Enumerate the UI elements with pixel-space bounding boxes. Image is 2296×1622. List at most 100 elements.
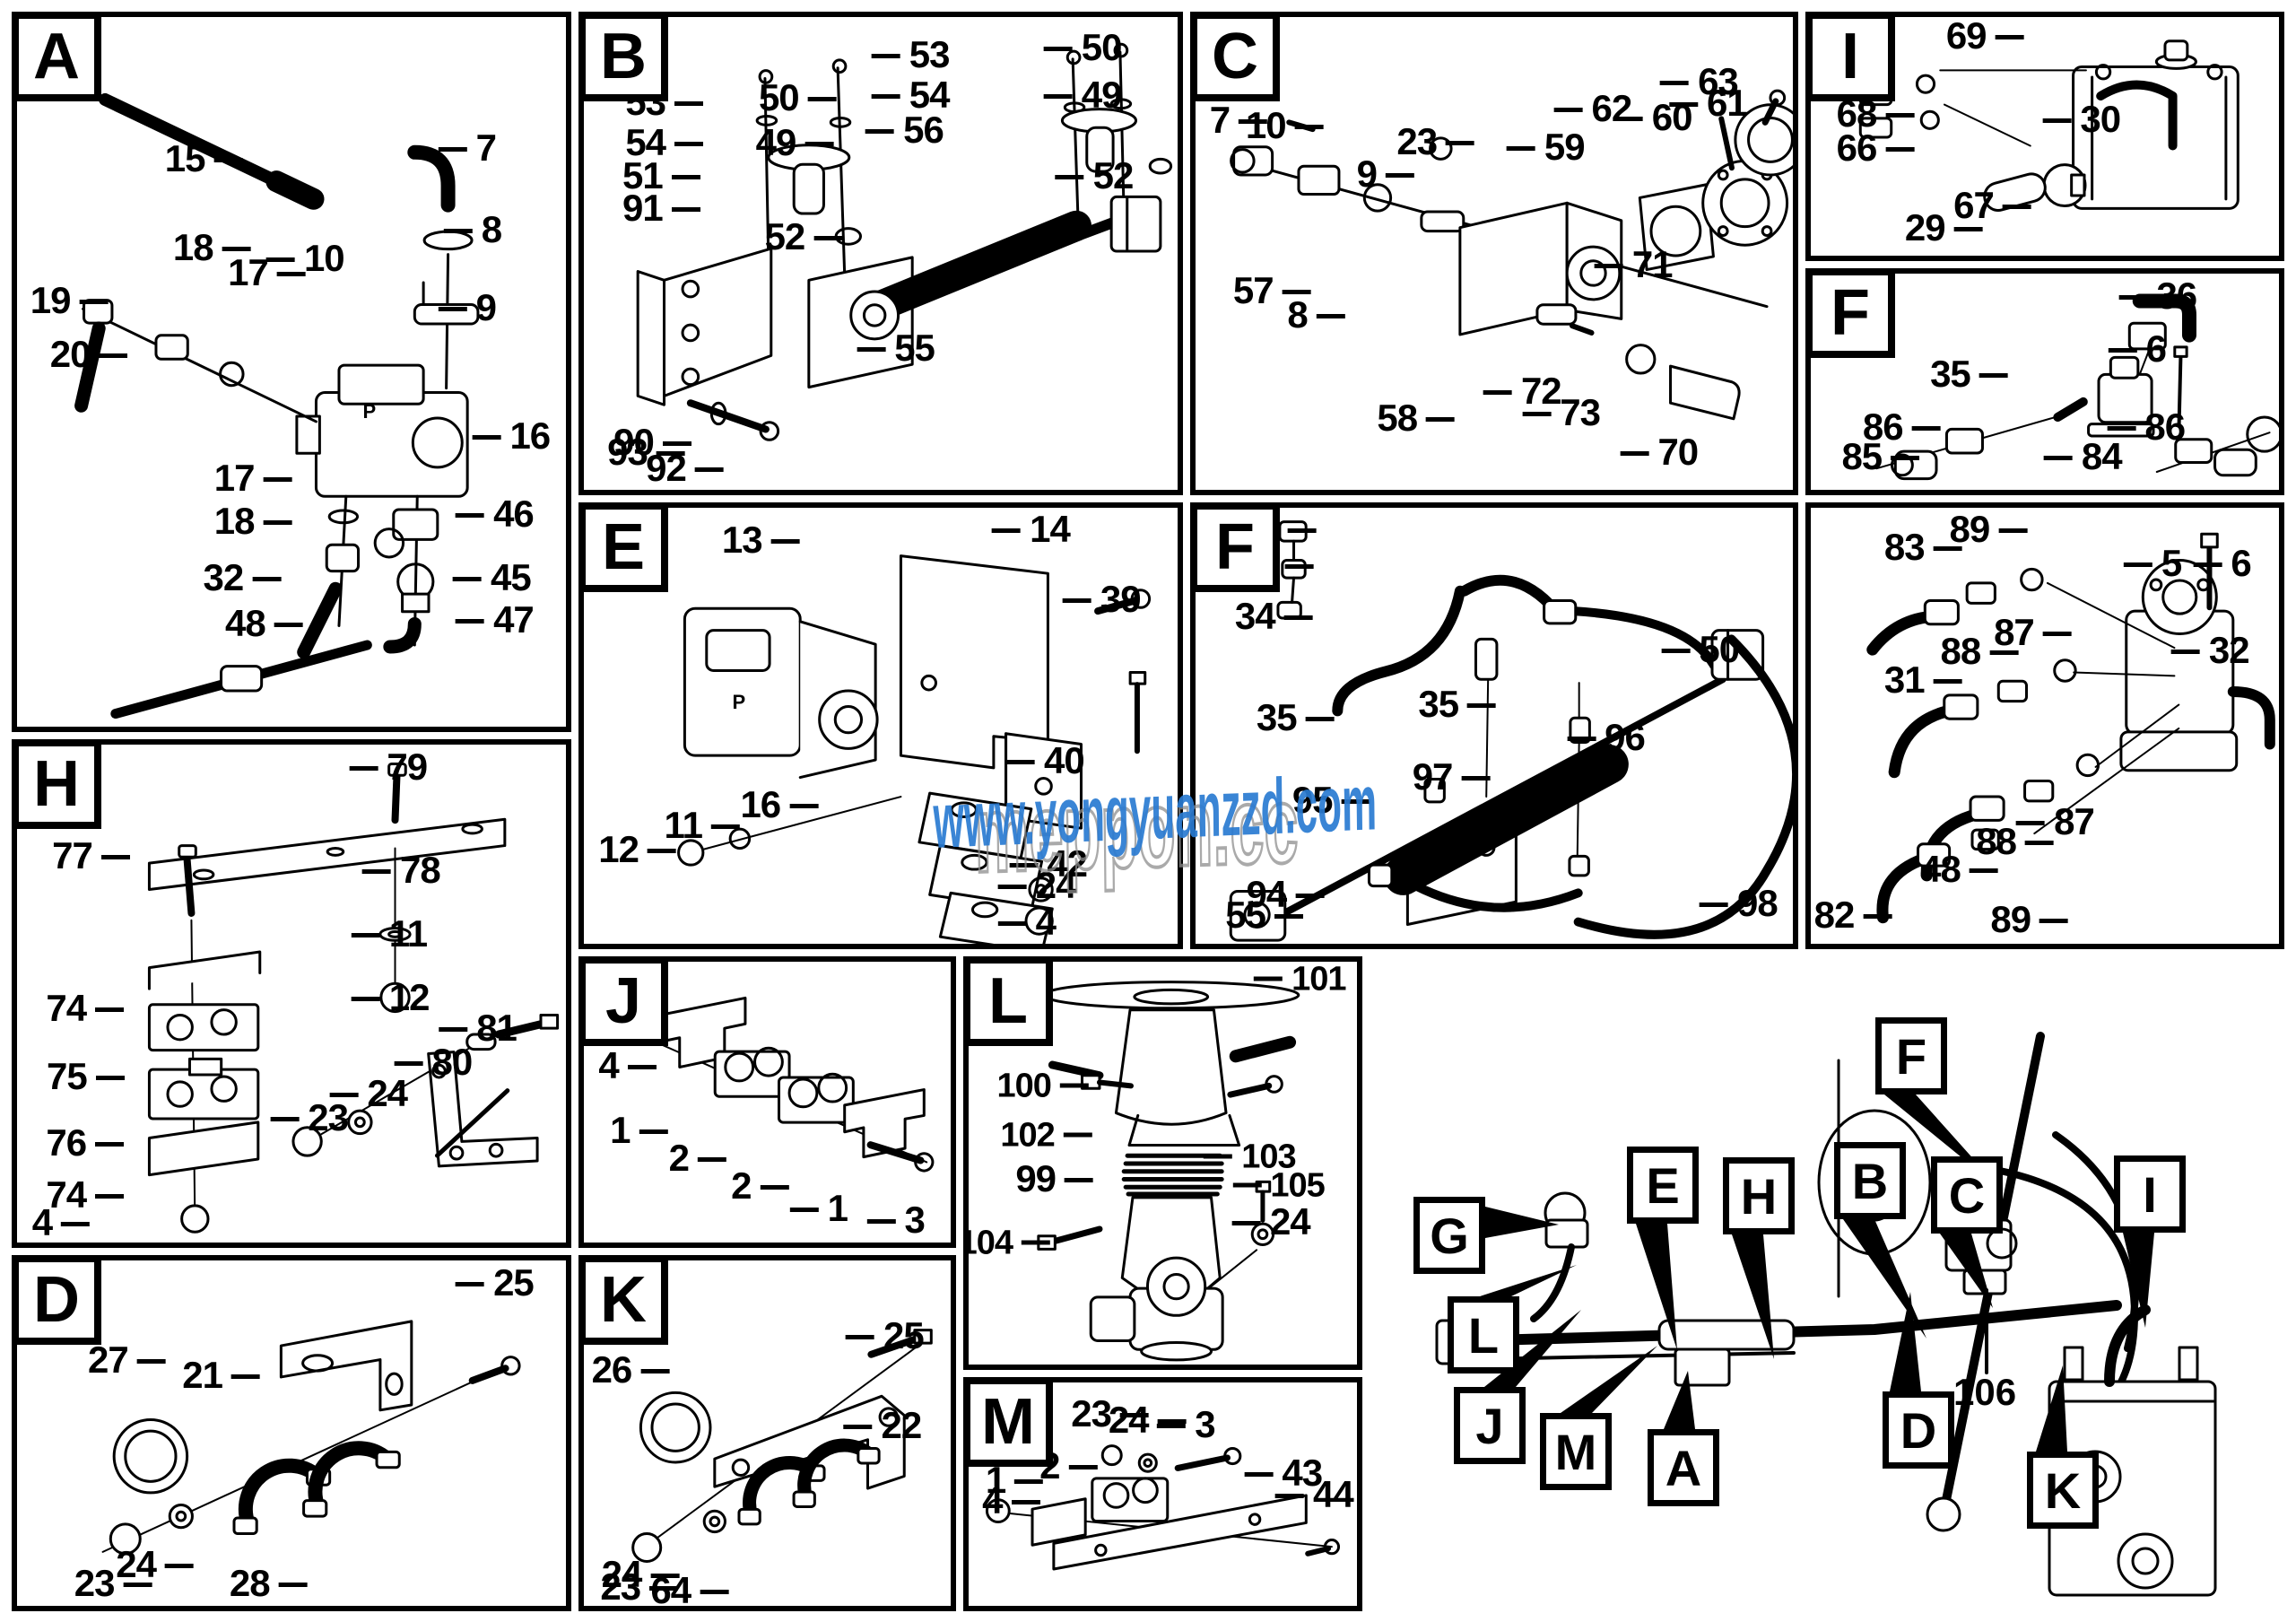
callout-40: 40 — [1006, 739, 1085, 782]
callout-56: 56 — [865, 109, 944, 152]
callout-45: 45 — [453, 556, 532, 599]
callout-48: 48 — [1920, 848, 1998, 891]
overview-ref-D: D — [1883, 1391, 1954, 1469]
overview-ref-F: F — [1875, 1017, 1947, 1094]
callout-17: 17 — [228, 251, 306, 294]
callout-85: 85 — [1841, 435, 1919, 478]
panel-f-steering-letter: F — [1196, 508, 1280, 592]
callout-23: 23 — [1071, 1392, 1149, 1435]
callout-71: 71 — [1595, 243, 1674, 286]
callout-102: 102 — [1000, 1117, 1091, 1155]
callout-66: 66 — [1837, 126, 1915, 170]
callout-3: 3 — [866, 1199, 925, 1242]
port-p-marking: P — [732, 691, 746, 714]
panel-l-letter: L — [969, 962, 1053, 1046]
callout-10: 10 — [1246, 104, 1324, 147]
callout-8: 8 — [1287, 293, 1344, 336]
callout-61: 61 — [1669, 82, 1748, 125]
panel-d-illustration — [17, 1260, 566, 1606]
callout-3: 3 — [1157, 1403, 1215, 1446]
panel-e-letter: E — [584, 508, 668, 592]
overview-ref-A: A — [1648, 1429, 1719, 1506]
callout-25: 25 — [846, 1314, 925, 1357]
callout-48: 48 — [225, 602, 303, 645]
panel-m: M 232432144344 — [963, 1377, 1362, 1611]
callout-89: 89 — [1990, 898, 2068, 941]
panel-f-steering-callouts: 373834353550969795949855 — [1196, 508, 1793, 944]
callout-50: 50 — [1661, 628, 1740, 671]
callout-21: 21 — [182, 1354, 260, 1397]
overview-ref-M: M — [1540, 1413, 1612, 1490]
callout-9: 9 — [1357, 153, 1414, 196]
overview-ref-I: I — [2114, 1155, 2186, 1233]
panel-b-letter: B — [584, 17, 668, 101]
callout-39: 39 — [1063, 578, 1142, 621]
callout-10: 10 — [266, 237, 345, 280]
callout-35: 35 — [1257, 696, 1335, 739]
callout-101: 101 — [1254, 962, 1346, 999]
callout-4: 4 — [982, 1479, 1039, 1522]
callout-5: 5 — [2124, 542, 2182, 585]
callout-24: 24 — [1232, 1200, 1311, 1243]
port-p-marking: P — [362, 400, 377, 423]
callout-47: 47 — [456, 598, 535, 641]
callout-55: 55 — [1225, 894, 1303, 937]
callout-1: 1 — [610, 1109, 667, 1152]
callout-35: 35 — [1418, 683, 1496, 726]
callout-15: 15 — [165, 137, 243, 180]
overview-ref-B: B — [1834, 1142, 1906, 1219]
callout-1: 1 — [790, 1187, 848, 1230]
callout-98: 98 — [1700, 882, 1779, 925]
callout-93: 93 — [607, 431, 685, 474]
panel-h-illustration — [17, 745, 566, 1243]
callout-100: 100 — [996, 1068, 1088, 1106]
callout-11: 11 — [665, 804, 740, 847]
panel-m-letter: M — [969, 1382, 1053, 1467]
callout-99: 99 — [1015, 1157, 1093, 1200]
callout-70: 70 — [1620, 431, 1699, 474]
callout-23: 23 — [74, 1562, 152, 1605]
callout-79: 79 — [349, 746, 428, 789]
callout-96: 96 — [1567, 716, 1646, 759]
callout-8: 8 — [444, 208, 502, 251]
callout-49: 49 — [756, 121, 834, 164]
panel-h-letter: H — [17, 745, 101, 829]
callout-13: 13 — [722, 519, 800, 562]
callout-58: 58 — [1377, 397, 1455, 440]
callout-2: 2 — [731, 1164, 788, 1208]
callout-52: 52 — [1056, 154, 1135, 197]
callout-73: 73 — [1522, 391, 1601, 434]
callout-30: 30 — [2042, 98, 2121, 141]
callout-76: 76 — [46, 1121, 124, 1164]
panel-j-illustration — [584, 962, 951, 1243]
callout-74: 74 — [46, 987, 124, 1030]
callout-92: 92 — [646, 447, 724, 490]
callout-86: 86 — [2107, 406, 2186, 449]
callout-95: 95 — [1292, 779, 1370, 822]
callout-75: 75 — [47, 1055, 125, 1098]
callout-55: 55 — [857, 327, 935, 370]
overview-part-106-label: 106 — [1953, 1371, 2017, 1413]
callout-16: 16 — [740, 783, 818, 826]
panel-j-letter: J — [584, 962, 668, 1046]
callout-24: 24 — [1109, 1399, 1187, 1442]
panel-d-letter: D — [17, 1260, 101, 1345]
callout-4: 4 — [598, 1044, 656, 1087]
